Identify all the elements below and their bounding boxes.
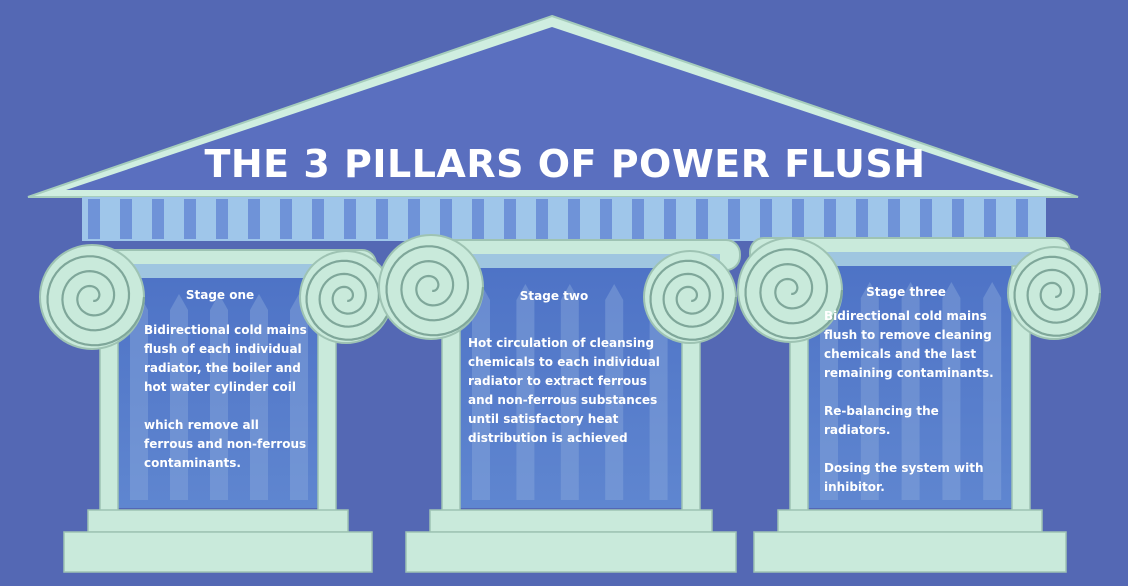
frieze-stripe [312, 199, 324, 239]
pediment-inner [66, 27, 1040, 190]
volute-scroll [1007, 246, 1102, 340]
volute-scroll [643, 250, 738, 344]
pillar-2 [378, 234, 741, 573]
frieze-stripe [600, 199, 612, 239]
frieze [82, 197, 1046, 241]
frieze-stripe [472, 199, 484, 239]
frieze-stripe [696, 199, 708, 239]
frieze-stripe [216, 199, 228, 239]
stage-one-title: Stage one [185, 288, 255, 302]
frieze-stripe [728, 199, 740, 239]
frieze-stripe [376, 199, 388, 239]
stage-one-text: Bidirectional cold mains flush of each i… [144, 323, 307, 470]
page-title: THE 3 PILLARS OF POWER FLUSH [204, 142, 926, 186]
volute-scroll [39, 244, 146, 350]
frieze-stripe [824, 199, 836, 239]
frieze-stripe [536, 199, 548, 239]
frieze-stripe [280, 199, 292, 239]
frieze-stripe [920, 199, 932, 239]
columns [39, 234, 1102, 573]
stage-two-title: Stage two [519, 289, 589, 303]
stage-three-title: Stage three [866, 285, 946, 299]
pillar-3 [737, 237, 1102, 573]
volute-scroll [378, 234, 485, 340]
frieze-stripe [152, 199, 164, 239]
frieze-stripe [632, 199, 644, 239]
frieze-stripe [760, 199, 772, 239]
volute-scroll [299, 250, 394, 344]
frieze-stripe [408, 199, 420, 239]
frieze-stripe [984, 199, 996, 239]
frieze-stripe [888, 199, 900, 239]
frieze-stripe [664, 199, 676, 239]
frieze-stripe [120, 199, 132, 239]
frieze-stripe [344, 199, 356, 239]
frieze-stripe [184, 199, 196, 239]
pillar-1 [39, 244, 394, 573]
frieze-stripe [856, 199, 868, 239]
volute-scroll [737, 237, 844, 343]
frieze-stripe [1016, 199, 1028, 239]
frieze-stripe [568, 199, 580, 239]
frieze-stripe [952, 199, 964, 239]
frieze-stripe [440, 199, 452, 239]
stage-two-text: Hot circulation of cleansing chemicals t… [468, 336, 660, 445]
stage-three-text: Bidirectional cold mains flush to remove… [824, 309, 994, 494]
frieze-stripe [504, 199, 516, 239]
frieze-stripe [248, 199, 260, 239]
frieze-stripe [792, 199, 804, 239]
frieze-stripe [88, 199, 100, 239]
